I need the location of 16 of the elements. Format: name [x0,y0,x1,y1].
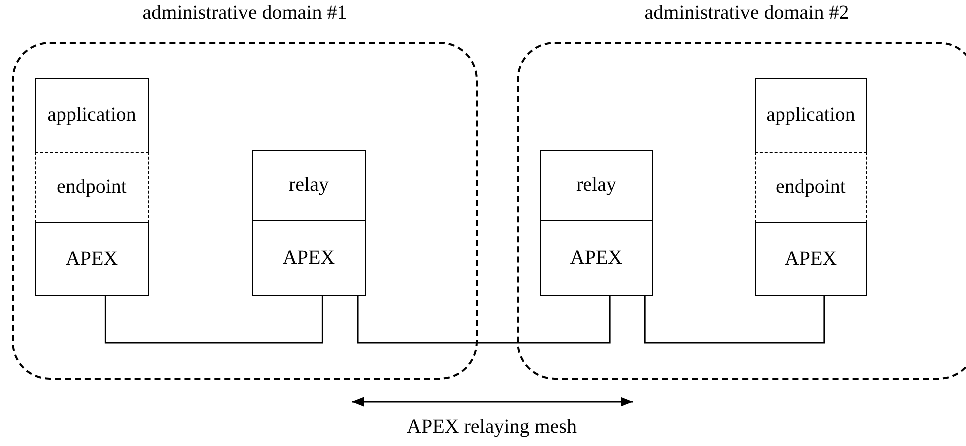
connector-line [357,296,611,344]
stack-layer: APEX [35,222,149,296]
stack-layer: relay [540,150,653,221]
stack-layer: relay [252,150,366,221]
domain-title: administrative domain #1 [142,2,348,25]
connector-line [644,296,826,344]
stack-layer: APEX [252,220,366,296]
stack-layer: application [35,78,149,153]
mesh-label: APEX relaying mesh [406,416,578,439]
stack-layer: APEX [540,220,653,296]
connector-line [104,296,324,344]
stack-layer: APEX [755,222,867,296]
domain-title: administrative domain #2 [644,2,850,25]
stack-layer: application [755,78,867,153]
stack-layer: endpoint [755,152,867,223]
stack-layer: endpoint [35,152,149,223]
